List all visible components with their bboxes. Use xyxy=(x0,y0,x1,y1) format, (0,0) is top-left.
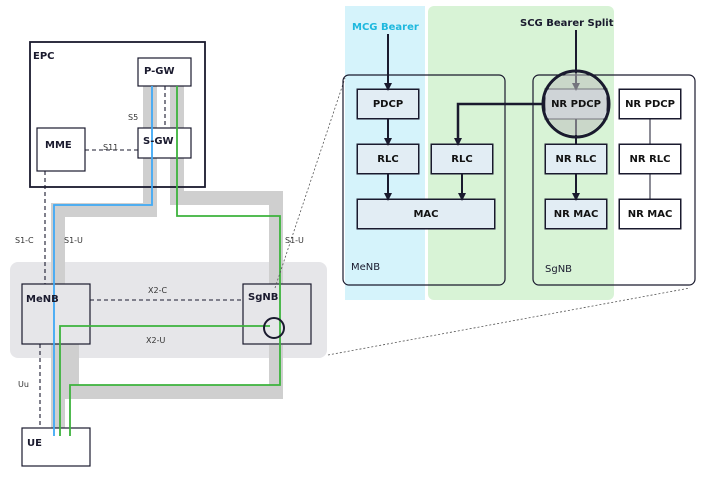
split-point-marker xyxy=(263,317,285,339)
epc-label: EPC xyxy=(33,51,55,62)
s1u-right-label: S1-U xyxy=(285,236,304,245)
sgnb-stack-label: SgNB xyxy=(545,264,573,275)
split-highlight-circle xyxy=(541,69,611,139)
mme-label: MME xyxy=(45,140,72,151)
nr-mac-2-text: NR MAC xyxy=(619,199,681,229)
control-links xyxy=(39,86,243,428)
s1c-label: S1-C xyxy=(15,236,34,245)
nr-mac-1-text: NR MAC xyxy=(545,199,607,229)
nr-mac-1-box xyxy=(544,198,608,230)
sgnb-box xyxy=(242,283,312,345)
scg-user-path xyxy=(176,86,281,332)
pgw-box xyxy=(137,57,192,87)
sgnb-ue-path xyxy=(69,332,281,436)
mme-box xyxy=(36,127,86,172)
ue-label: UE xyxy=(27,438,42,449)
rlc-1-text: RLC xyxy=(357,144,419,174)
nr-pdcp-1-text: NR PDCP xyxy=(551,98,601,110)
sgw-box xyxy=(137,127,192,159)
nr-rlc-1-text: NR RLC xyxy=(545,144,607,174)
x2c-label: X2-C xyxy=(148,286,168,295)
rlc-1-box xyxy=(356,143,420,175)
nr-mac-2-box xyxy=(618,198,682,230)
s5-label: S5 xyxy=(128,113,139,122)
menb-stack-box xyxy=(342,74,506,286)
menb-label: MeNB xyxy=(26,294,59,305)
sgnb-label: SgNB xyxy=(248,292,279,303)
sgw-label: S-GW xyxy=(143,136,174,147)
s1u-left-label: S1-U xyxy=(64,236,83,245)
uu-label: Uu xyxy=(18,380,29,389)
s11-label: S11 xyxy=(103,143,119,152)
pdcp-text: PDCP xyxy=(357,89,419,119)
ue-box xyxy=(21,427,91,467)
mcg-bearer-title: MCG Bearer xyxy=(352,22,419,33)
mcg-user-path xyxy=(53,86,153,436)
split-route xyxy=(454,102,545,146)
scg-bearer-title: SCG Bearer Split xyxy=(520,18,614,29)
pgw-label: P-GW xyxy=(144,66,175,77)
mac-box xyxy=(356,198,496,230)
mac-text: MAC xyxy=(357,199,495,229)
menb-stack-label: MeNB xyxy=(351,262,381,273)
nr-pdcp-2-box xyxy=(618,88,682,120)
split-highlight-fill xyxy=(545,73,607,135)
x2u-label: X2-U xyxy=(146,336,166,345)
nr-pdcp-2-text: NR PDCP xyxy=(619,89,681,119)
epc-box xyxy=(29,41,206,188)
nr-rlc-2-text: NR RLC xyxy=(619,144,681,174)
rlc-2-text: RLC xyxy=(431,144,493,174)
zoom-line-top xyxy=(274,77,346,289)
x2u-path xyxy=(59,325,270,436)
sgnb-stack-box xyxy=(532,74,696,286)
menb-box xyxy=(21,283,91,345)
zoom-line-bottom xyxy=(327,287,691,356)
